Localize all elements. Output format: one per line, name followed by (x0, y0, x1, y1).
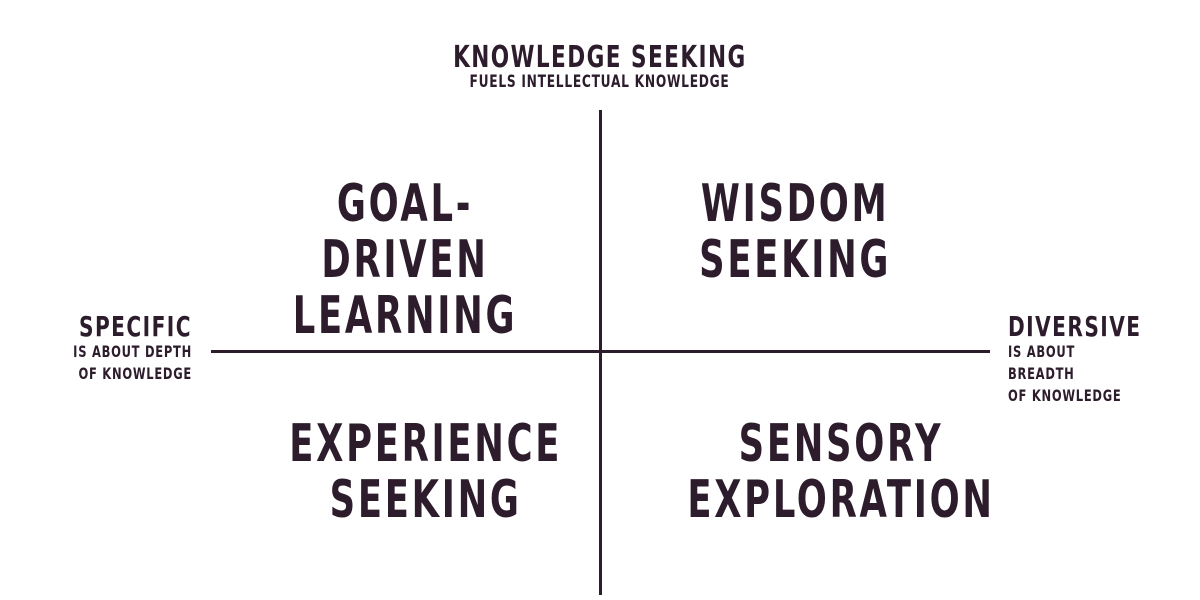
right-axis-title: DIVERSIVE (1008, 310, 1142, 343)
quadrant-top-left: GOAL-DRIVEN LEARNING (225, 176, 585, 344)
left-axis-subtitle-line2: OF KNOWLEDGE (78, 364, 192, 383)
quadrant-top-right: WISDOM SEEKING (615, 176, 975, 288)
quadrant-label-wisdom-seeking: WISDOM SEEKING (699, 174, 891, 290)
quadrant-bottom-right: SENSORY EXPLORATION (615, 416, 992, 528)
quadrant-label-experience-seeking: EXPERIENCE SEEKING (289, 414, 563, 530)
right-axis-subtitle-line2: OF KNOWLEDGE (1008, 386, 1122, 405)
quadrant-label-goal-driven-learning: GOAL-DRIVEN LEARNING (292, 174, 518, 346)
top-axis-title: KNOWLEDGE SEEKING (453, 40, 747, 75)
vertical-axis-line (599, 110, 602, 595)
quadrant-label-sensory-exploration: SENSORY EXPLORATION (687, 414, 995, 530)
top-axis-subtitle: FUELS INTELLECTUAL KNOWLEDGE (470, 72, 730, 92)
top-axis-label: KNOWLEDGE SEEKING FUELS INTELLECTUAL KNO… (0, 40, 1200, 92)
quadrant-bottom-left: EXPERIENCE SEEKING (225, 416, 585, 528)
horizontal-axis-line (211, 350, 990, 353)
right-axis-label: DIVERSIVE IS ABOUT BREADTH OF KNOWLEDGE (1008, 313, 1146, 407)
left-axis-label: SPECIFIC IS ABOUT DEPTH OF KNOWLEDGE (73, 313, 192, 385)
right-axis-subtitle-line1: IS ABOUT BREADTH (1008, 342, 1076, 383)
left-axis-title: SPECIFIC (79, 310, 192, 343)
left-axis-subtitle-line1: IS ABOUT DEPTH (73, 342, 192, 361)
